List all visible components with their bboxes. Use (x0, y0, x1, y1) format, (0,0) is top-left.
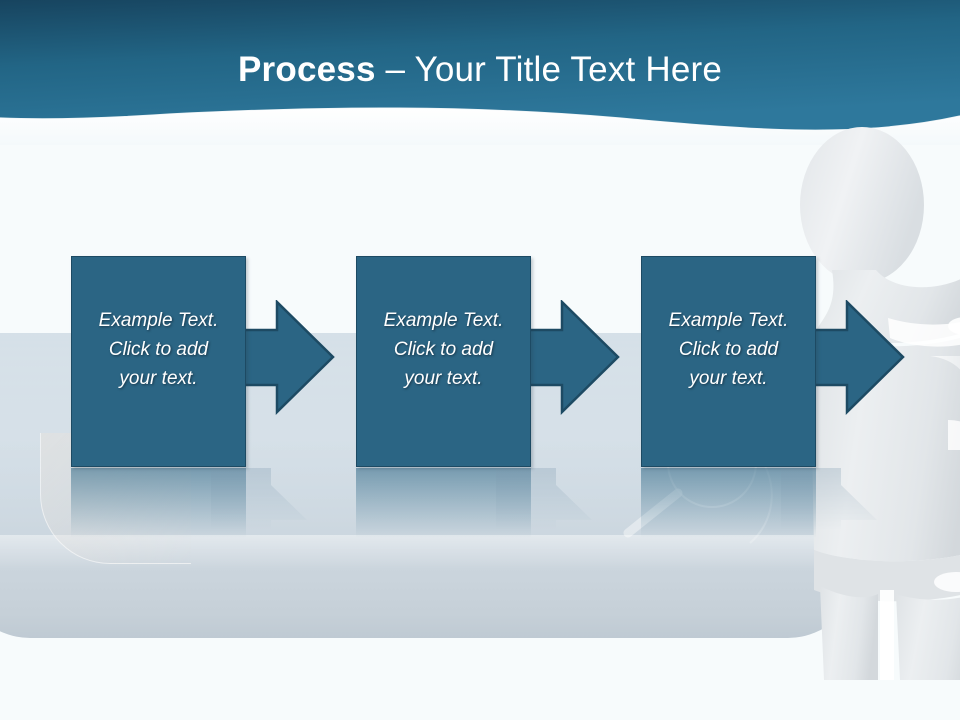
process-step-text-2: Example Text. Click to add your text. (362, 306, 525, 393)
step-text-line: Click to add (108, 339, 209, 360)
wave-divider-icon (0, 0, 960, 145)
process-step-box-1[interactable] (71, 256, 246, 467)
header-band (0, 0, 960, 145)
page-title-separator: – (375, 50, 415, 89)
step-text-line: Example Text. (668, 310, 789, 331)
step-text-line: your text. (689, 368, 768, 389)
step-text-line: Example Text. (98, 310, 219, 331)
reflection-arrow-1 (211, 468, 307, 530)
process-step-1[interactable]: Example Text. Click to add your text. (71, 256, 335, 467)
process-step-text-3: Example Text. Click to add your text. (647, 306, 810, 393)
reflection-arrow-2 (496, 468, 592, 530)
page-title-bold: Process (238, 50, 376, 89)
step-text-line: your text. (119, 368, 198, 389)
step-text-line: Click to add (678, 339, 779, 360)
page-title: Process – Your Title Text Here (0, 50, 960, 90)
step-text-line: Click to add (393, 339, 494, 360)
process-step-box-2[interactable] (356, 256, 531, 467)
process-step-text-1: Example Text. Click to add your text. (77, 306, 240, 393)
step-text-line: Example Text. (383, 310, 504, 331)
process-step-box-3[interactable] (641, 256, 816, 467)
step-text-line: your text. (404, 368, 483, 389)
reflection-arrow-3 (781, 468, 877, 530)
process-step-3[interactable]: Example Text. Click to add your text. (641, 256, 905, 467)
page-title-light: Your Title Text Here (414, 50, 722, 89)
process-step-2[interactable]: Example Text. Click to add your text. (356, 256, 620, 467)
